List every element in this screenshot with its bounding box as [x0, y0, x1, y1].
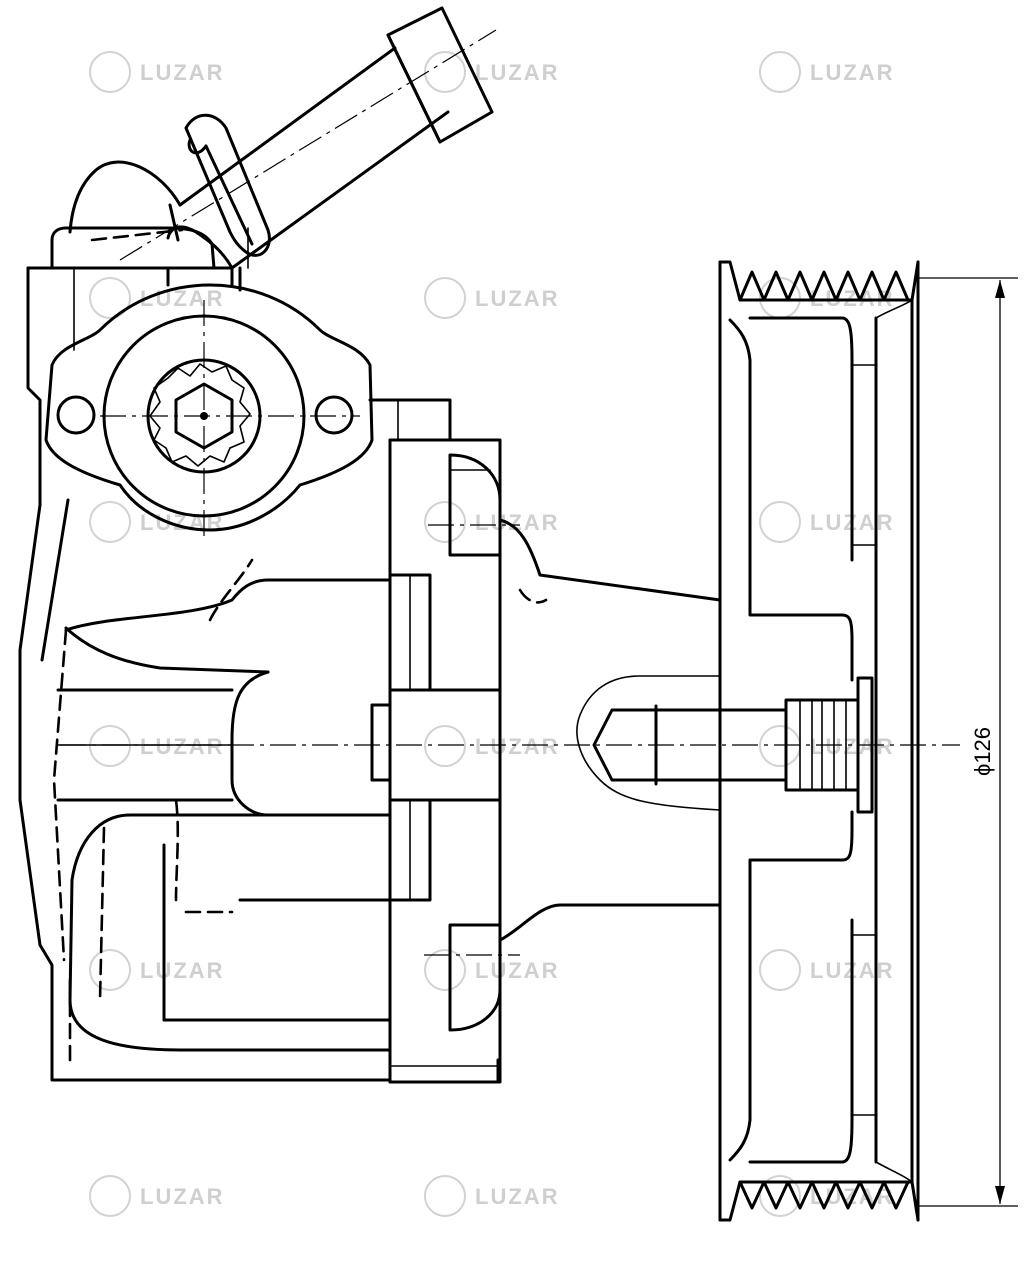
watermark-brand: LUZAR — [140, 958, 225, 983]
watermark-brand: LUZAR — [475, 286, 560, 311]
watermark-logo: LUZAR — [759, 725, 895, 767]
watermark-logo: LUZAR — [424, 277, 560, 319]
pump-body — [18, 226, 392, 1082]
watermark-brand: LUZAR — [140, 734, 225, 759]
watermark-brand: LUZAR — [810, 734, 895, 759]
side-cover — [370, 438, 722, 1084]
watermark-logo: LUZAR — [759, 51, 895, 93]
watermark-brand: LUZAR — [140, 286, 225, 311]
diameter-dimension: ϕ126 — [918, 277, 1018, 1207]
watermark-logo: LUZAR — [89, 277, 225, 319]
drive-shaft — [60, 675, 960, 814]
watermark-logo: LUZAR — [759, 501, 893, 543]
watermark-logo: LUZAR — [89, 949, 225, 991]
pulley — [718, 260, 920, 1222]
watermark-brand: LUZAR — [810, 60, 895, 85]
watermark-logo: LUZAR — [424, 725, 560, 767]
watermark-brand: LUZAR — [475, 734, 560, 759]
watermark-logo: LUZAR — [89, 1175, 225, 1217]
watermark-logo: LUZAR — [424, 949, 560, 991]
mounting-flange — [44, 227, 452, 540]
watermark-brand: LUZAR — [475, 60, 560, 85]
watermark-layer: LUZAR LUZAR LUZAR LUZAR LUZAR LUZAR LUZAR LUZAR… — [89, 51, 895, 1217]
watermark-logo: LUZAR — [424, 51, 560, 93]
watermark-logo: LUZAR — [424, 1175, 560, 1217]
watermark-logo: LUZAR — [89, 51, 225, 93]
watermark-logo: LUZAR — [89, 725, 225, 767]
diameter-label: ϕ126 — [970, 727, 995, 776]
watermark-logo: LUZAR — [424, 501, 558, 543]
watermark-brand: LUZAR — [140, 1184, 225, 1209]
watermark-brand: LUZAR — [140, 60, 225, 85]
watermark-brand: LUZAR — [475, 1184, 560, 1209]
watermark-brand: LUZAR — [475, 958, 560, 983]
watermark-logo: LUZAR — [759, 949, 893, 991]
